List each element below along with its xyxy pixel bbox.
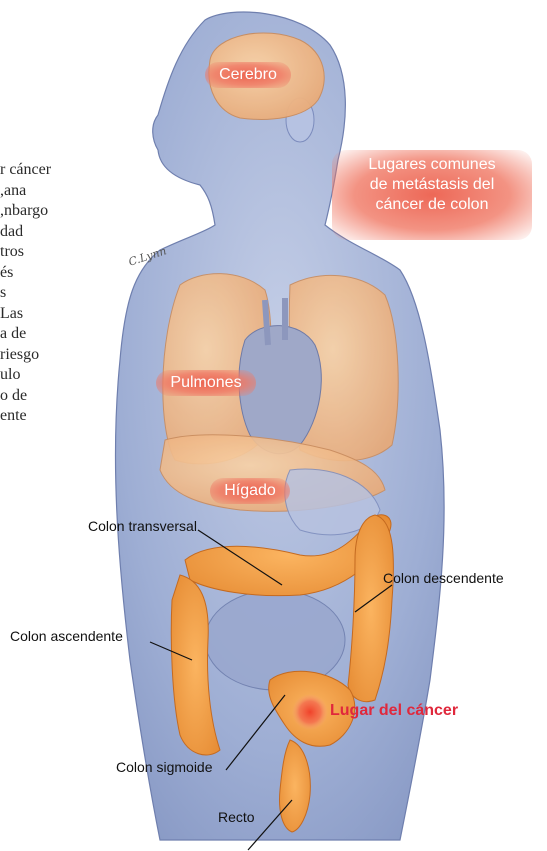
title-line-2: de metástasis del	[332, 175, 532, 195]
lungs-label: Pulmones	[156, 373, 256, 393]
metastasis-title: Lugares comunes de metástasis del cáncer…	[332, 155, 532, 215]
liver-label: Hígado	[210, 481, 290, 501]
title-line-3: cáncer de colon	[332, 195, 532, 215]
rectum-label: Recto	[218, 809, 255, 825]
cancer-site-label: Lugar del cáncer	[330, 702, 458, 720]
cancer-site	[292, 694, 328, 730]
ascending-colon-label: Colon ascendente	[10, 628, 123, 644]
sigmoid-colon-label: Colon sigmoide	[116, 759, 213, 775]
transverse-colon-label: Colon transversal	[88, 518, 197, 534]
title-line-1: Lugares comunes	[332, 155, 532, 175]
descending-colon-label: Colon descendente	[383, 570, 504, 586]
brain-label: Cerebro	[205, 65, 291, 85]
